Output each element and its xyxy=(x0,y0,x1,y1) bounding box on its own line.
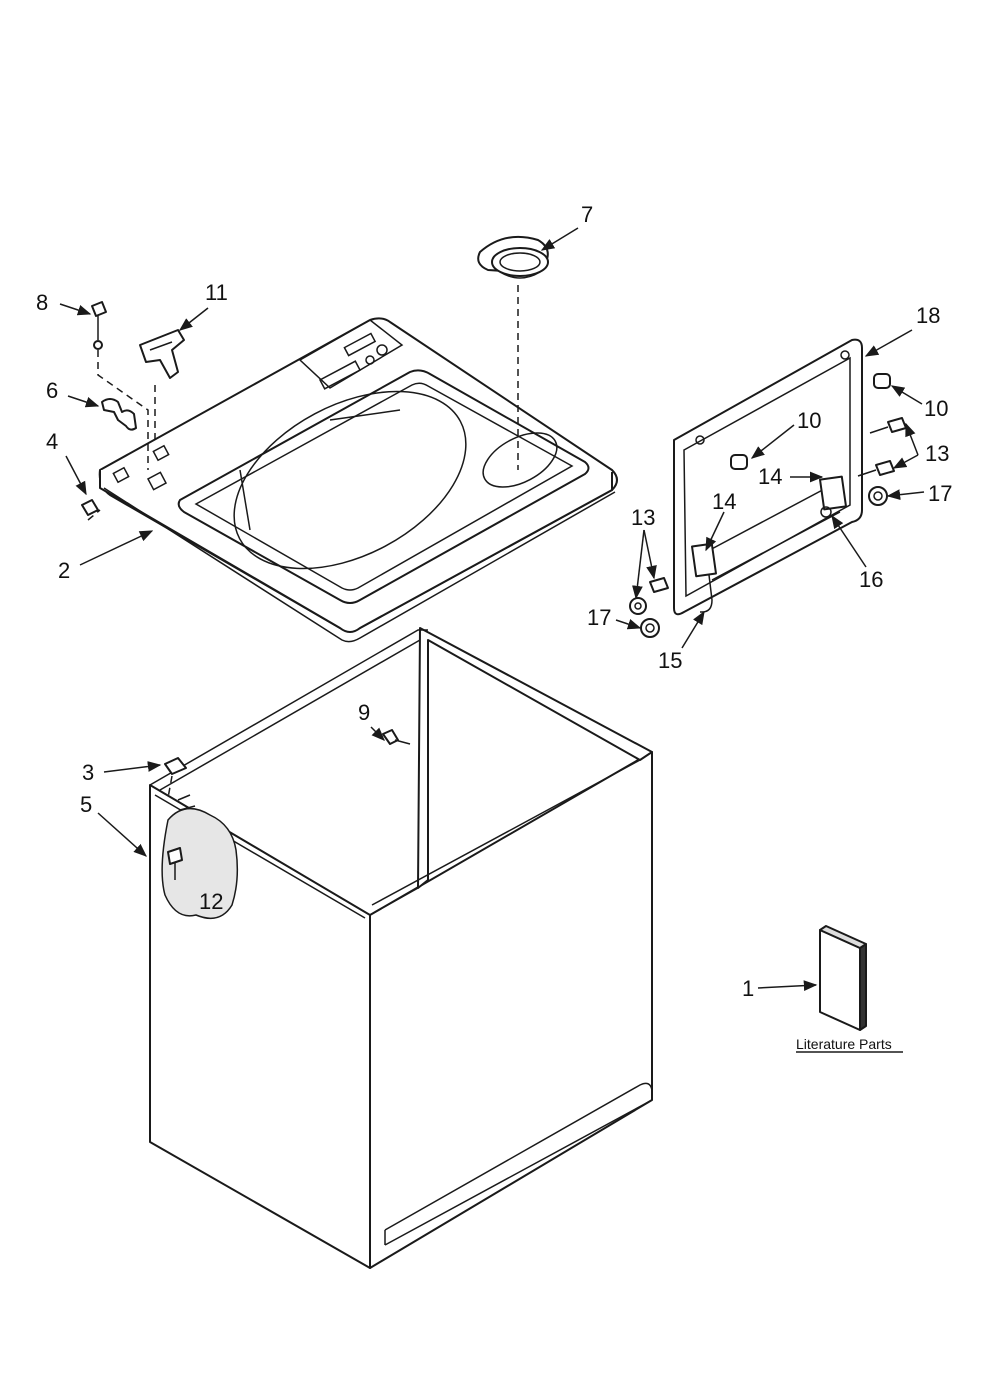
callout-8: 8 xyxy=(36,290,48,315)
callout-14-right: 14 xyxy=(758,464,782,489)
callout-9: 9 xyxy=(358,700,370,725)
clip-3 xyxy=(164,757,187,775)
hinge-bracket-11 xyxy=(139,329,185,379)
hinge-14-right xyxy=(819,475,847,511)
literature-parts-label: Literature Parts xyxy=(796,1036,892,1052)
callout-14-left: 14 xyxy=(712,489,736,514)
callout-11: 11 xyxy=(205,280,228,305)
callout-13-left: 13 xyxy=(631,505,655,530)
bleach-dispenser-7 xyxy=(477,235,549,279)
cabinet-5 xyxy=(149,627,653,1269)
callout-17-right: 17 xyxy=(928,481,952,506)
callout-10-inner: 10 xyxy=(797,408,821,433)
callout-4: 4 xyxy=(46,429,58,454)
lid-18 xyxy=(673,338,863,616)
callout-18: 18 xyxy=(916,303,940,328)
callout-6: 6 xyxy=(46,378,58,403)
top-panel xyxy=(98,317,618,643)
callout-15: 15 xyxy=(658,648,682,673)
clip-6 xyxy=(101,398,137,431)
callout-17-left: 17 xyxy=(587,605,611,630)
callout-16: 16 xyxy=(859,567,883,592)
screw-13-left-b xyxy=(629,597,647,615)
screw-9 xyxy=(382,729,411,745)
callout-1: 1 xyxy=(742,976,754,1001)
hinge-14-left xyxy=(691,542,717,578)
bumper-10-right xyxy=(873,373,891,389)
callout-5: 5 xyxy=(80,792,92,817)
callout-13-right: 13 xyxy=(925,441,949,466)
callout-3: 3 xyxy=(82,760,94,785)
screw-13-upper xyxy=(869,417,907,434)
screw-8 xyxy=(91,301,107,350)
clip-nut-4 xyxy=(81,499,99,516)
callout-labels: 1 2 3 4 5 6 7 8 9 10 10 11 12 13 13 14 1… xyxy=(36,202,952,1001)
callout-7: 7 xyxy=(581,202,593,227)
screw-13-left-a xyxy=(649,577,669,593)
bumper-10-inner xyxy=(730,454,748,470)
nut-17-left xyxy=(640,618,660,638)
literature-booklet-1 xyxy=(819,925,867,1031)
screw-13-lower xyxy=(857,460,895,477)
callout-10-outer: 10 xyxy=(924,396,948,421)
callout-2: 2 xyxy=(58,558,70,583)
leader-lines xyxy=(59,227,925,992)
callout-12: 12 xyxy=(199,889,223,914)
spring-16 xyxy=(820,506,832,518)
screw-12 xyxy=(167,847,183,880)
nut-17-right xyxy=(868,486,888,506)
